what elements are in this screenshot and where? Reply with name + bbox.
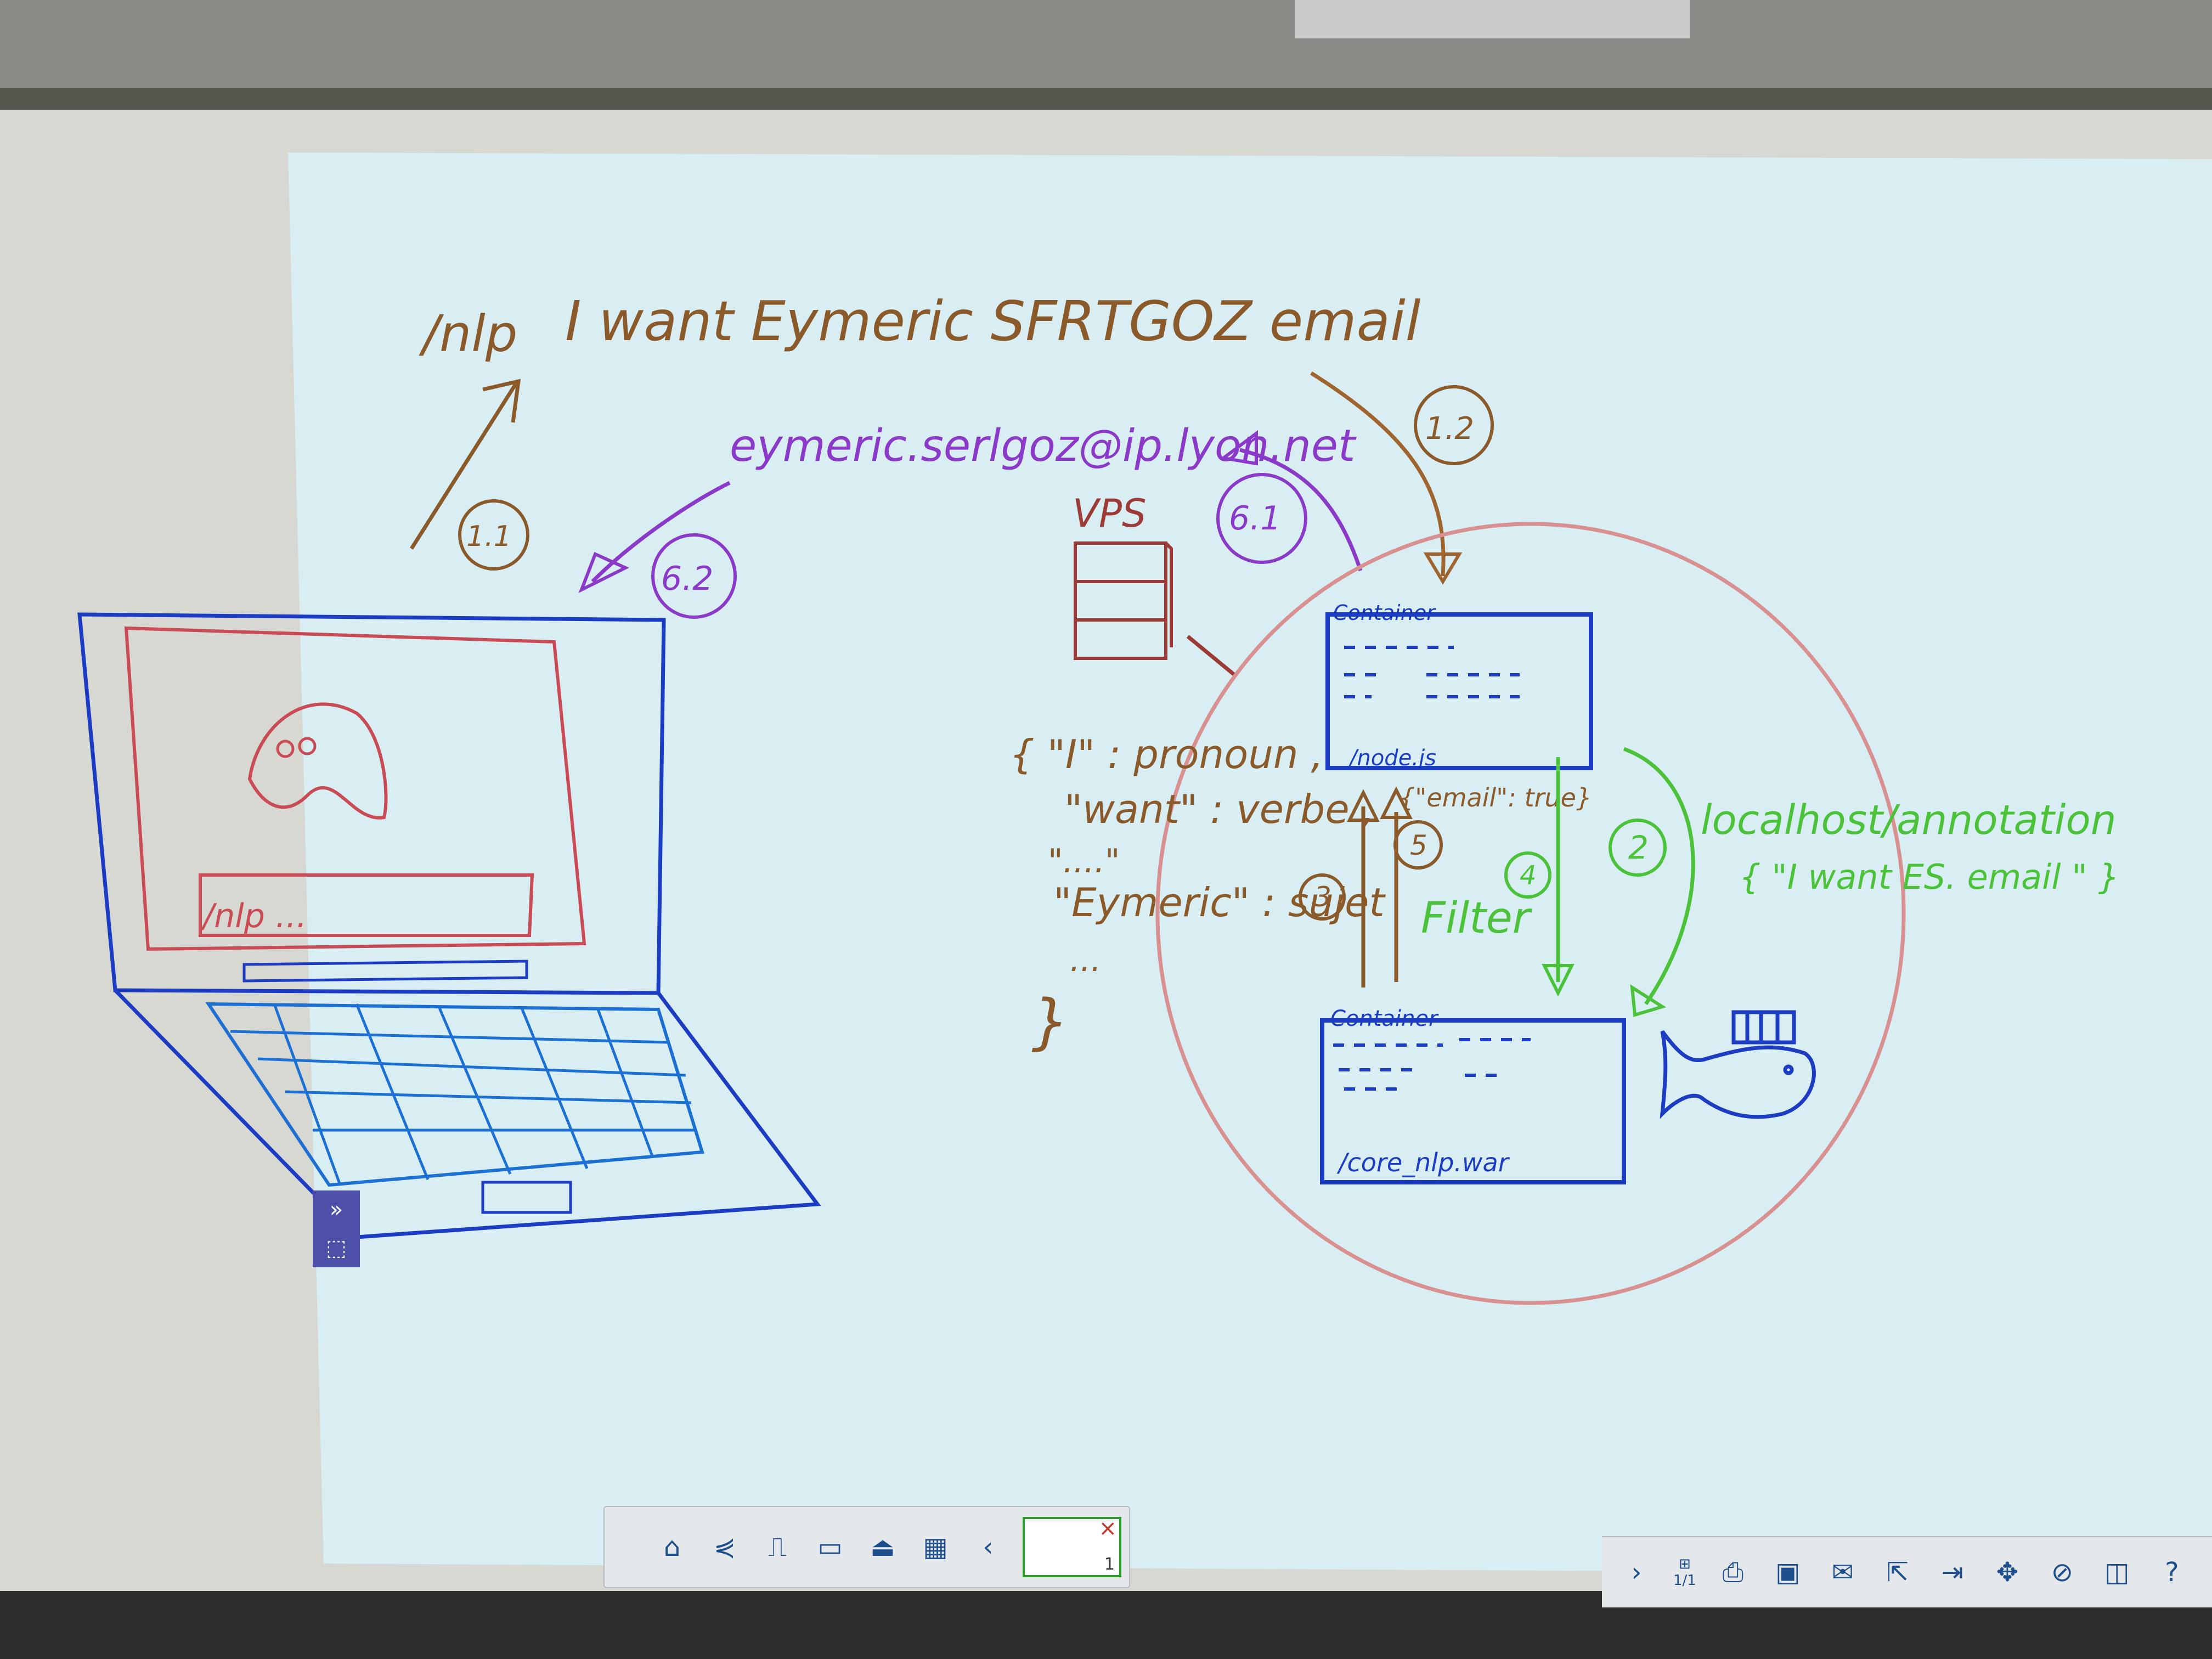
filter-label: Filter xyxy=(1421,894,1533,943)
arrow-1-2 xyxy=(1310,371,1446,577)
prev-page-icon[interactable]: ‹ xyxy=(983,1532,994,1562)
json-line-6: } xyxy=(1031,986,1070,1057)
container-bottom-title: Container xyxy=(1330,1006,1439,1031)
arrow-6-2-head xyxy=(578,551,629,594)
arrow-2 xyxy=(1623,747,1695,1005)
home-icon[interactable]: ⌂ xyxy=(663,1532,681,1562)
json-line-3: "...." xyxy=(1048,842,1120,881)
step-3-circle xyxy=(1299,873,1346,921)
share-screen-icon[interactable]: ⇱ xyxy=(1886,1557,1909,1588)
step-5-label: 5 xyxy=(1410,830,1427,861)
email-result-text: eymeric.serlgoz@ip.lyon.net xyxy=(730,420,1357,471)
arrow-6-2 xyxy=(591,481,731,583)
top-command-text: /nlp xyxy=(419,304,517,363)
step-6-1-circle xyxy=(1216,473,1307,564)
json-line-1: { "I" : pronoun , xyxy=(1009,731,1323,777)
json-line-5: ... xyxy=(1070,941,1101,979)
step-3-label: 3 xyxy=(1314,881,1331,913)
save-icon[interactable]: ▣ xyxy=(1775,1557,1801,1588)
vps-label: VPS xyxy=(1073,491,1147,536)
arrow-2-head xyxy=(1630,984,1667,1017)
email-true-text: {"email": true} xyxy=(1399,783,1592,812)
step-4-label: 4 xyxy=(1520,860,1537,891)
print-icon[interactable]: ⎙ xyxy=(1722,1556,1744,1588)
thumbnail-page-number: 1 xyxy=(1104,1555,1115,1574)
folder-icon[interactable]: ▭ xyxy=(817,1532,843,1562)
container-top-title: Container xyxy=(1333,601,1436,625)
step-5-circle xyxy=(1393,820,1443,870)
board-rail xyxy=(0,88,2212,110)
toolbar-right: › ⊞ 1/1 ⎙ ▣ ✉ ⇱ ⇥ ✥ ⊘ ◫ ? xyxy=(1602,1536,2212,1607)
container-top-file: /node.js xyxy=(1348,746,1436,771)
vps-connector xyxy=(1186,635,1236,676)
docker-host-circle xyxy=(1155,522,1906,1305)
step-2-circle xyxy=(1609,819,1667,877)
top-sentence-text: I want Eymeric SFRTGOZ email xyxy=(565,289,1421,353)
arrow-5-head xyxy=(1380,786,1413,819)
container-top xyxy=(1325,612,1593,770)
arrow-1-2-head xyxy=(1423,552,1463,585)
import-icon[interactable]: ⇥ xyxy=(1941,1557,1963,1588)
arrow-4-head xyxy=(1542,964,1575,997)
clear-icon[interactable]: ⏏ xyxy=(870,1532,895,1562)
expand-icon: » xyxy=(329,1197,343,1222)
close-thumbnail-icon[interactable]: × xyxy=(1098,1516,1117,1541)
toolbar-left: ⌂ ⋞ ⎍ ▭ ⏏ ▦ ‹ × 1 xyxy=(603,1506,1130,1588)
add-page-icon: ⊞ xyxy=(1679,1556,1691,1572)
share-icon[interactable]: ⋞ xyxy=(713,1532,736,1562)
step-1-1-circle xyxy=(458,499,529,571)
json-line-2: "want" : verbe , xyxy=(1064,786,1374,832)
add-page-button[interactable]: ⊞ 1/1 xyxy=(1673,1556,1696,1589)
step-4-circle xyxy=(1504,851,1551,899)
step-1-2-label: 1.2 xyxy=(1425,411,1474,447)
server-icon xyxy=(1074,541,1173,660)
board-frame-top xyxy=(0,0,2212,88)
laptop-input-text: /nlp ... xyxy=(200,897,307,935)
page-indicator: 1/1 xyxy=(1673,1572,1696,1589)
select-screen-icon: ⬚ xyxy=(326,1235,347,1261)
localhost-text: localhost/annotation xyxy=(1701,797,2117,844)
docker-whale-icon xyxy=(1660,1010,1816,1119)
help-icon[interactable]: ? xyxy=(2165,1557,2179,1588)
arrow-6-1 xyxy=(1239,448,1363,572)
arrow-6-1-head xyxy=(1219,430,1258,466)
container-top-log xyxy=(1344,646,1520,698)
projection-area xyxy=(288,153,2212,1575)
laptop-drawing xyxy=(77,612,821,1239)
projector-mount xyxy=(1295,0,1690,38)
localhost-body-text: { "I want ES. email " } xyxy=(1739,857,2120,897)
disable-icon[interactable]: ⊘ xyxy=(2051,1557,2073,1588)
zoom-icon[interactable]: ✥ xyxy=(1996,1557,2018,1588)
layout-icon[interactable]: ▦ xyxy=(923,1532,948,1562)
side-panel-toggle[interactable]: » ⬚ xyxy=(313,1190,360,1267)
whiteboard-icon[interactable]: ⎍ xyxy=(768,1531,787,1562)
container-bottom-file: /core_nlp.war xyxy=(1336,1148,1510,1177)
arrow-3-head xyxy=(1347,789,1380,822)
page-thumbnail[interactable]: × 1 xyxy=(1023,1516,1121,1577)
next-page-icon[interactable]: › xyxy=(1631,1557,1642,1588)
json-line-4: "Eymeric" : sujet xyxy=(1053,879,1386,926)
container-bottom xyxy=(1320,1018,1626,1184)
step-1-2-circle xyxy=(1414,385,1494,465)
step-1-1-label: 1.1 xyxy=(466,520,512,553)
step-6-1-label: 6.1 xyxy=(1229,499,1281,538)
arrow-1-1 xyxy=(410,379,521,550)
step-6-2-circle xyxy=(651,533,737,619)
step-6-2-label: 6.2 xyxy=(661,560,713,598)
step-2-label: 2 xyxy=(1628,829,1649,866)
dual-page-icon[interactable]: ◫ xyxy=(2104,1557,2130,1588)
email-icon[interactable]: ✉ xyxy=(1831,1557,1854,1588)
